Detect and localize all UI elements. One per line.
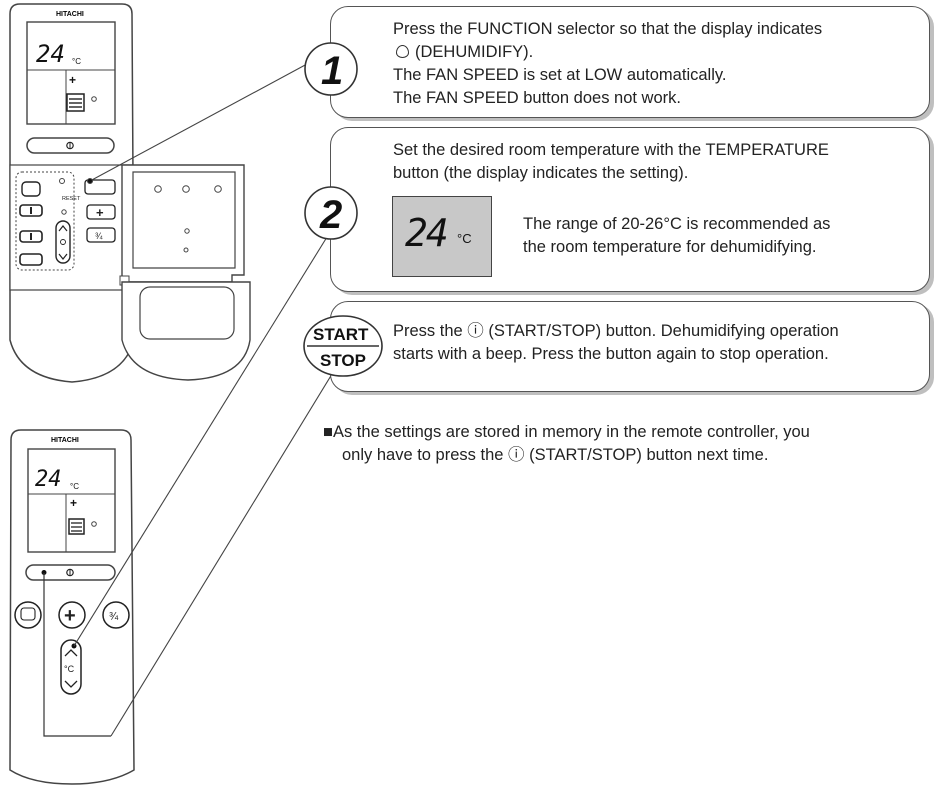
range-line-2: the room temperature for dehumidifying. <box>523 238 817 256</box>
dehumidify-icon <box>396 45 409 58</box>
plus-button-bottom-symbol: + <box>64 605 76 627</box>
timer-adjust-button-bottom[interactable] <box>102 601 130 629</box>
stop-label: STOP <box>320 351 366 370</box>
timer-adjust-bottom-symbol: ¾ <box>109 611 119 623</box>
step-2-badge: 2 <box>304 186 358 240</box>
step-1-text: Press the FUNCTION selector so that the … <box>393 18 822 110</box>
range-line-1: The range of 20-26°C is recommended as <box>523 215 831 233</box>
fan-speed-button[interactable] <box>84 179 116 195</box>
plus-button-top-symbol: + <box>96 205 104 220</box>
reset-label: RESET <box>62 196 81 202</box>
step-1-line-4: The FAN SPEED button does not work. <box>393 89 681 107</box>
memory-note: ■As the settings are stored in memory in… <box>323 421 923 467</box>
step-1-line-1: Press the FUNCTION selector so that the … <box>393 20 823 38</box>
step-1-line-3: The FAN SPEED is set at LOW automaticall… <box>393 66 727 84</box>
timer-adjust-button-top[interactable] <box>86 227 116 243</box>
temperature-display: 24 °C <box>392 196 492 277</box>
step-1-badge: 1 <box>304 42 358 96</box>
timer-adjust-top-symbol: ¾ <box>95 231 103 241</box>
step-3-text: Press the ⓘ (START/STOP) button. Dehumid… <box>393 320 839 366</box>
dehumidify-icon-bottom <box>91 521 97 527</box>
step-3-box <box>330 301 930 392</box>
timer-button-3[interactable] <box>19 253 43 266</box>
start-stop-badge: START STOP <box>303 315 383 377</box>
step-2-number: 2 <box>319 193 342 237</box>
step-1-line-2-wrap: (DEHUMIDIFY). <box>393 41 822 64</box>
dehumidify-icon <box>91 96 97 102</box>
remote-bottom-unit: °C <box>70 482 79 491</box>
remote-brand-top: HITACHI <box>56 11 84 18</box>
remote-top-unit: °C <box>72 57 81 66</box>
step-2-text: Set the desired room temperature with th… <box>393 139 829 185</box>
recommended-range-text: The range of 20-26°C is recommended as t… <box>523 213 830 259</box>
remote-top-temp: 24 <box>36 40 65 68</box>
step-1-number: 1 <box>321 49 343 93</box>
plus-button-bottom[interactable] <box>58 601 86 629</box>
step-1-line-2: (DEHUMIDIFY). <box>415 43 534 61</box>
temperature-button-bottom[interactable] <box>60 639 82 695</box>
step-1-box <box>330 6 930 118</box>
remote-brand-bottom: HITACHI <box>51 437 79 444</box>
remote-top: HITACHI 24 °C + RESET + <box>9 3 251 383</box>
temperature-display-digits: 24 <box>405 211 449 255</box>
remote-bottom: HITACHI 24 °C + + ¾ °C <box>9 429 135 785</box>
step-3-line-2: starts with a beep. Press the button aga… <box>393 345 829 363</box>
remote-bottom-plus: + <box>70 496 77 510</box>
step-2-line-2: button (the display indicates the settin… <box>393 164 689 182</box>
plus-button-top[interactable] <box>86 204 116 220</box>
temperature-button-top[interactable] <box>55 220 71 264</box>
start-label: START <box>313 325 369 344</box>
function-button-bottom[interactable] <box>14 601 42 629</box>
temperature-display-unit: °C <box>457 231 472 246</box>
note-line-1: ■As the settings are stored in memory in… <box>323 423 810 441</box>
temperature-button-bottom-unit: °C <box>64 664 75 674</box>
remote-bottom-temp: 24 <box>35 467 62 492</box>
step-2-line-1: Set the desired room temperature with th… <box>393 141 829 159</box>
leader-lines <box>73 63 333 737</box>
remote-top-plus: + <box>69 73 76 87</box>
function-button[interactable] <box>21 181 41 197</box>
note-line-2: only have to press the ⓘ (START/STOP) bu… <box>342 446 769 464</box>
step-3-line-1: Press the ⓘ (START/STOP) button. Dehumid… <box>393 322 839 340</box>
